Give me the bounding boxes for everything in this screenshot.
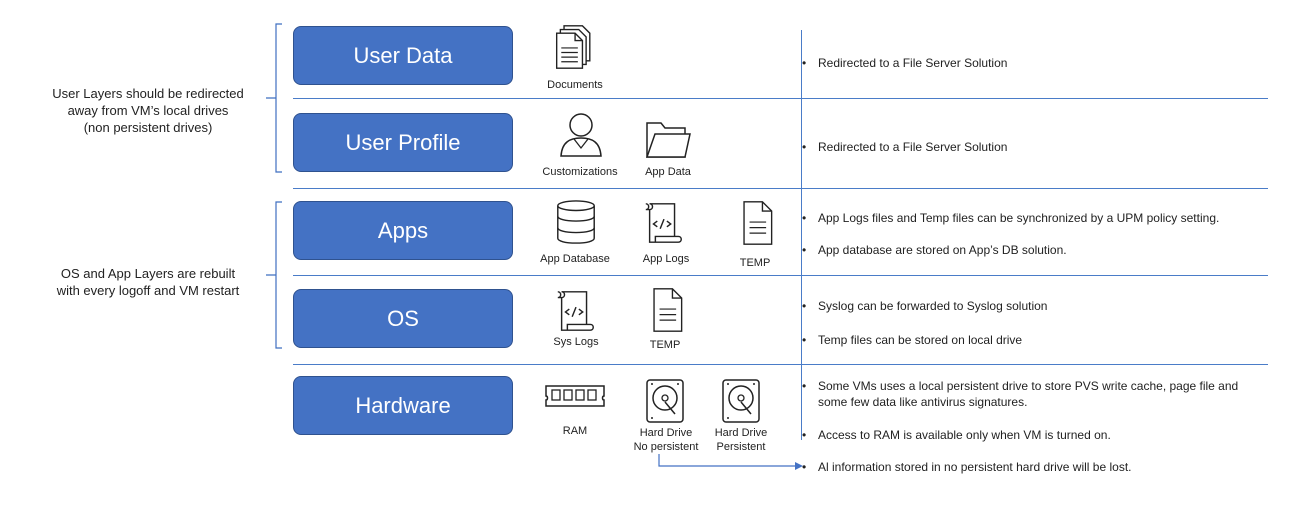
bullet: • [802,140,807,154]
layer-title: User Profile [345,129,461,155]
icon-label: Documents [547,79,603,91]
group-label-line: User Layers should be redirected [52,86,244,101]
bullet: • [802,243,807,257]
group-label-os-app-layers: OS and App Layers are rebuilt with every… [28,265,268,299]
icon-label: TEMP [649,339,681,351]
description-text: Access to RAM is available only when VM … [818,428,1111,442]
bullet: • [802,428,807,442]
text-file-icon [733,200,779,246]
icon-label-line: No persistent [633,441,699,453]
description-item: • Redirected to a File Server Solution [802,139,1268,155]
icon-label-line: Persistent [716,441,766,453]
layer-os: OS [293,289,513,348]
description-item: • Temp files can be stored on local driv… [802,332,1268,348]
database-icon [553,199,599,245]
icon-label-hard-drive-persistent: Hard Drive Persistent [691,426,791,454]
description-text: Redirected to a File Server Solution [818,56,1008,70]
description-text: Syslog can be forwarded to Syslog soluti… [818,299,1048,313]
group-brackets [266,23,282,349]
group-label-line: (non persistent drives) [83,120,213,135]
bracket-user-layers [266,23,282,173]
icon-label: App Logs [642,253,690,265]
bracket-os-app-layers [266,201,282,349]
row-divider [293,275,1268,276]
icon-label: Sys Logs [553,336,599,348]
layer-user-data: User Data [293,26,513,85]
row-divider [293,98,1268,99]
icon-label: Customizations [542,166,618,178]
description-item: • Al information stored in no persistent… [802,459,1268,475]
layer-hardware: Hardware [293,376,513,435]
connector-line [658,454,795,467]
description-item: • App Logs files and Temp files can be s… [802,210,1268,226]
icon-label-line: Hard Drive [714,427,768,439]
folder-icon [645,116,691,162]
description-item: • Some VMs uses a local persistent drive… [802,378,1248,410]
bullet: • [802,379,807,393]
icon-label: App Database [540,253,610,265]
arrowhead-icon [795,462,803,470]
layer-apps: Apps [293,201,513,260]
layer-user-profile: User Profile [293,113,513,172]
description-text: Temp files can be stored on local drive [818,333,1023,347]
description-item: • App database are stored on App’s DB so… [802,242,1268,258]
icon-label-line: Hard Drive [639,427,693,439]
icon-label-hard-drive-no-persistent: Hard Drive No persistent [616,426,716,454]
documents-icon [553,24,599,70]
person-icon [558,112,604,158]
icon-label: TEMP [739,257,771,269]
bullet: • [802,299,807,313]
code-scroll-icon [553,288,599,334]
description-text: Some VMs uses a local persistent drive t… [818,379,1239,409]
icon-label: RAM [562,425,588,437]
bullet: • [802,460,807,474]
layer-title: User Data [353,42,453,68]
bullet: • [802,211,807,225]
ram-icon [544,382,606,412]
row-divider [293,364,1268,365]
layer-title: OS [387,305,419,331]
description-text: App Logs files and Temp files can be syn… [818,211,1220,225]
group-label-line: with every logoff and VM restart [56,283,240,298]
description-item: • Access to RAM is available only when V… [802,427,1268,443]
description-item: • Syslog can be forwarded to Syslog solu… [802,298,1268,314]
layer-title: Apps [377,217,429,243]
bullet: • [802,56,807,70]
text-file-icon [643,287,689,333]
column-divider [801,30,802,440]
row-divider [293,188,1268,189]
code-scroll-icon [641,200,687,246]
group-label-line: away from VM’s local drives [67,103,229,118]
group-label-user-layers: User Layers should be redirected away fr… [28,85,268,136]
group-label-line: OS and App Layers are rebuilt [60,266,236,281]
hard-drive-icon [643,378,689,424]
hard-drive-icon [719,378,765,424]
description-text: Al information stored in no persistent h… [818,460,1132,474]
description-text: App database are stored on App’s DB solu… [818,243,1067,257]
layer-title: Hardware [355,392,451,418]
connector-arrow [658,454,803,470]
bullet: • [802,333,807,347]
icon-label: App Data [645,166,691,178]
description-item: • Redirected to a File Server Solution [802,55,1268,71]
description-text: Redirected to a File Server Solution [818,140,1008,154]
